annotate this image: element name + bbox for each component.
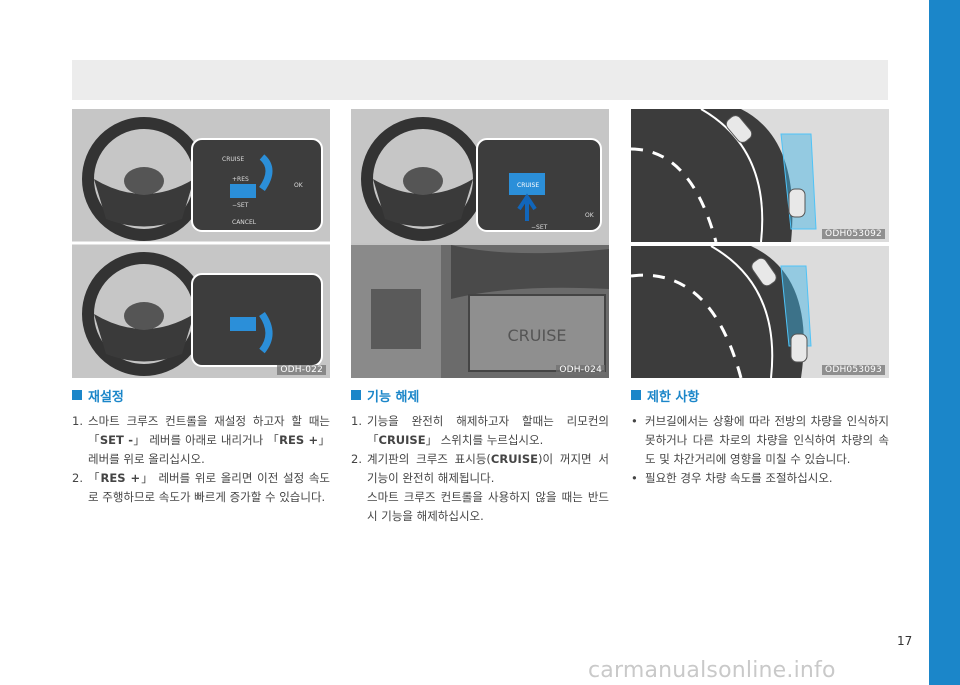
- label-res: +RES: [232, 176, 249, 183]
- label-cruise: CRUISE: [517, 182, 539, 189]
- figure-code: ODH053092: [822, 229, 885, 239]
- section-limits: 제한 사항 • 커브길에서는 상황에 따라 전방의 차량을 인식하지 못하거나 …: [631, 386, 889, 488]
- figure-curve-road-1: ODH053092: [631, 109, 889, 242]
- side-tab: [929, 0, 960, 685]
- label-set: −SET: [232, 202, 249, 209]
- square-bullet-icon: [72, 390, 82, 400]
- steering-illustration: CRUISE +RES −SET CANCEL OK: [72, 109, 330, 378]
- section-title: 제한 사항: [631, 386, 889, 405]
- figure-code: ODH053093: [822, 365, 885, 375]
- dash-cruise-indicator: CRUISE: [508, 326, 567, 345]
- section-title-text: 기능 해제: [367, 389, 420, 405]
- section-title: 재설정: [72, 386, 330, 405]
- figure-curve-road-2: ODH053093: [631, 246, 889, 378]
- label-ok: OK: [294, 182, 304, 189]
- header-band: [72, 60, 888, 100]
- figure-code: ODH-022: [277, 365, 326, 375]
- page-number: 17: [897, 634, 913, 648]
- list-item: • 필요한 경우 차량 속도를 조절하십시오.: [631, 471, 833, 485]
- section-title: 기능 해제: [351, 386, 609, 405]
- list-item: 2. 계기판의 크루즈 표시등(CRUISE)이 꺼지면 서 기능이 완전히 해…: [351, 452, 609, 523]
- label-cruise: CRUISE: [222, 156, 244, 163]
- label-ok: OK: [585, 212, 595, 219]
- label-cancel: CANCEL: [232, 219, 257, 226]
- list-item: • 커브길에서는 상황에 따라 전방의 차량을 인식하지 못하거나 다른 차로의…: [631, 414, 889, 466]
- figure-reset-steering: CRUISE +RES −SET CANCEL OK ODH-022: [72, 109, 330, 378]
- curve-road-illustration-1: [631, 109, 889, 242]
- cancel-illustration: CRUISE −SET OK CRUISE: [351, 109, 609, 378]
- list-item: 1. 기능을 완전히 해제하고자 할때는 리모컨의 「CRUISE」 스위치를 …: [351, 414, 609, 447]
- section-title-text: 제한 사항: [647, 389, 700, 405]
- figure-code: ODH-024: [556, 365, 605, 375]
- label-set: −SET: [531, 224, 548, 231]
- square-bullet-icon: [631, 390, 641, 400]
- square-bullet-icon: [351, 390, 361, 400]
- curve-road-illustration-2: [631, 246, 889, 378]
- section-cancel: 기능 해제 1. 기능을 완전히 해제하고자 할때는 리모컨의 「CRUISE」…: [351, 386, 609, 526]
- figure-cancel-steering: CRUISE −SET OK CRUISE ODH-024: [351, 109, 609, 378]
- section-reset: 재설정 1. 스마트 크루즈 컨트롤을 재설정 하고자 할 때는 「SET -」…: [72, 386, 330, 507]
- list-item: 1. 스마트 크루즈 컨트롤을 재설정 하고자 할 때는 「SET -」 레버를…: [72, 414, 331, 466]
- section-title-text: 재설정: [88, 389, 124, 405]
- watermark: carmanualsonline.info: [588, 658, 836, 683]
- list-item: 2. 「RES +」 레버를 위로 올리면 이전 설정 속도로 주행하므로 속도…: [72, 471, 330, 504]
